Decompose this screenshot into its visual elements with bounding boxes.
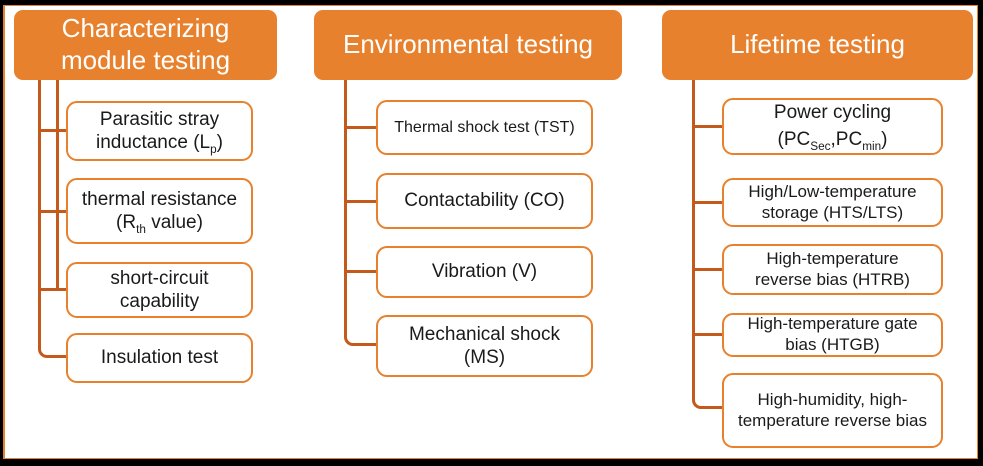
node-text: ) (216, 132, 223, 153)
connector-elbow (344, 300, 376, 346)
node-line: storage (HTS/LTS) (761, 202, 904, 222)
node-line: High-temperature (766, 248, 899, 268)
node-text: ,PC (830, 128, 863, 150)
node-line: capability (119, 291, 200, 312)
node-line: Contactability (CO) (404, 190, 565, 212)
node-line: (MS) (463, 347, 506, 368)
node-subscript: Sec (810, 139, 831, 153)
node-line: Power cycling (773, 101, 892, 123)
connector-stub (692, 268, 722, 271)
node-high-temperature-gate-bias: High-temperature gate bias (HTGB) (722, 313, 943, 357)
node-line: Thermal shock test (TST) (394, 118, 575, 136)
node-line: reverse bias (HTRB) (755, 269, 910, 289)
node-line: (PCSec,PCmin) (778, 127, 888, 154)
node-line: High-temperature gate (747, 314, 918, 334)
connector-stub (344, 270, 376, 273)
connector-stub (38, 129, 66, 132)
node-line: short-circuit (110, 267, 209, 289)
node-high-humidity-high-temperature-reverse-bias: High-humidity, high- temperature reverse… (722, 373, 943, 448)
node-line: Mechanical shock (408, 323, 561, 345)
connector-trunk-col1-outer (38, 80, 41, 326)
node-text: (PC (777, 128, 811, 150)
header-line: Characterizing (61, 13, 230, 44)
header-line: Lifetime testing (730, 29, 905, 60)
connector-stub (344, 126, 376, 129)
node-mechanical-shock: Mechanical shock (MS) (376, 315, 593, 377)
node-thermal-shock-test: Thermal shock test (TST) (376, 100, 593, 155)
header-environmental-testing: Environmental testing (314, 10, 622, 80)
connector-stub (692, 333, 722, 336)
connector-stub (692, 201, 722, 204)
connector-stub (38, 288, 66, 291)
node-line: temperature reverse bias (738, 410, 927, 430)
connector-elbow (692, 360, 722, 409)
node-text: (R (116, 212, 137, 233)
node-line: Vibration (V) (431, 261, 538, 283)
node-insulation-test: Insulation test (66, 333, 253, 383)
header-line: module testing (60, 45, 231, 75)
header-characterizing-module-testing: Characterizing module testing (14, 10, 277, 80)
connector-trunk-col1-inner (56, 80, 59, 291)
node-line: High-humidity, high- (757, 389, 908, 409)
node-vibration: Vibration (V) (376, 246, 593, 298)
node-line: (Rth value) (116, 211, 203, 236)
node-line: Insulation test (100, 347, 219, 369)
node-subscript: p (210, 142, 217, 156)
header-line: Environmental testing (342, 29, 594, 60)
node-line: inductance (Lp) (96, 131, 223, 156)
node-short-circuit-capability: short-circuit capability (66, 262, 253, 318)
connector-stub (38, 210, 66, 213)
node-power-cycling: Power cycling (PCSec,PCmin) (722, 98, 943, 155)
node-subscript: th (136, 222, 146, 236)
node-high-temperature-reverse-bias: High-temperature reverse bias (HTRB) (722, 244, 943, 295)
connector-trunk-col2 (344, 80, 347, 300)
node-text: inductance (L (96, 132, 211, 153)
node-subscript: min (862, 139, 882, 153)
node-line: bias (HTGB) (785, 335, 880, 354)
node-high-low-temperature-storage: High/Low-temperature storage (HTS/LTS) (722, 178, 943, 227)
node-parasitic-stray-inductance: Parasitic stray inductance (Lp) (66, 101, 253, 161)
header-lifetime-testing: Lifetime testing (662, 10, 973, 80)
connector-elbow (38, 324, 66, 358)
node-text: value) (145, 212, 203, 233)
node-thermal-resistance: thermal resistance (Rth value) (66, 178, 253, 244)
connector-stub (692, 125, 722, 128)
node-line: Parasitic stray (99, 108, 220, 130)
connector-trunk-col3 (692, 80, 695, 360)
node-contactability: Contactability (CO) (376, 173, 593, 229)
connector-stub (344, 200, 376, 203)
node-text: ) (881, 128, 888, 150)
node-line: thermal resistance (81, 188, 238, 210)
node-line: High/Low-temperature (748, 181, 917, 201)
